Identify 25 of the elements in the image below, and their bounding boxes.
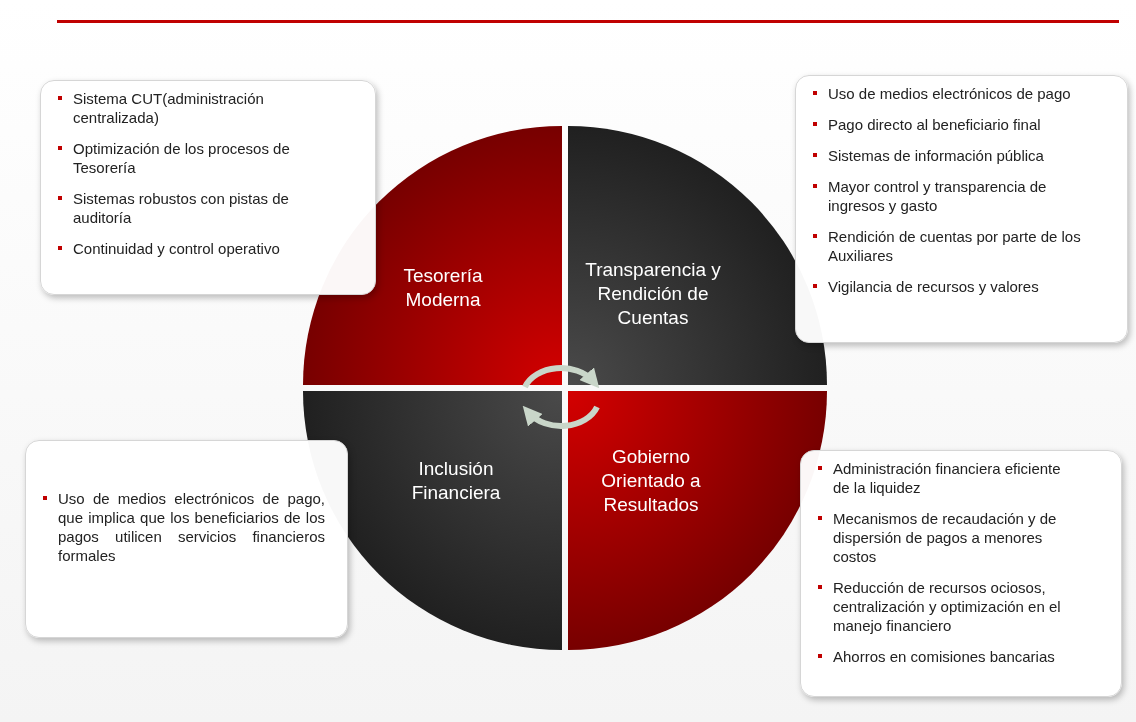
- bullet-item: Uso de medios electrónicos de pago, que implica que los beneficiarios de los pagos utilicen servicios financieros formales: [40, 489, 325, 565]
- bullet-item: Optimización de los procesos de Tesorería: [55, 139, 335, 177]
- quadrant-title: Inclusión Financiera: [410, 457, 502, 505]
- bullet-item: Rendición de cuentas por parte de los Auxiliares: [810, 227, 1087, 265]
- quadrant-title: Tesorería Moderna: [402, 264, 484, 312]
- bullet-item: Mayor control y transparencia de ingresos y gasto: [810, 177, 1087, 215]
- bullet-item: Pago directo al beneficiario final: [810, 115, 1087, 134]
- curved-arrow: [522, 365, 600, 389]
- bullet-item: Vigilancia de recursos y valores: [810, 277, 1087, 296]
- bullet-item: Continuidad y control operativo: [55, 239, 335, 258]
- quadrant-title: Transparencia y Rendición de Cuentas: [584, 258, 722, 330]
- curved-arrow: [522, 405, 600, 429]
- bullet-item: Administración financiera eficiente de la liquidez: [815, 459, 1081, 497]
- callout-card: [40, 80, 376, 295]
- callout-card: [800, 450, 1122, 697]
- callout-card: [795, 75, 1128, 343]
- bullet-item: Ahorros en comisiones bancarias: [815, 647, 1081, 666]
- bullet-item: Sistema CUT(administración centralizada): [55, 89, 335, 127]
- bullet-item: Sistemas de información pública: [810, 146, 1087, 165]
- bullet-item: Reducción de recursos ociosos, centralización y optimización en el manejo financiero: [815, 578, 1081, 635]
- callout-card: [25, 440, 348, 638]
- bullet-item: Uso de medios electrónicos de pago: [810, 84, 1087, 103]
- bullet-item: Mecanismos de recaudación y de dispersión de pagos a menores costos: [815, 509, 1081, 566]
- quadrant-title: Gobierno Orientado a Resultados: [600, 445, 702, 517]
- bullet-item: Sistemas robustos con pistas de auditoría: [55, 189, 335, 227]
